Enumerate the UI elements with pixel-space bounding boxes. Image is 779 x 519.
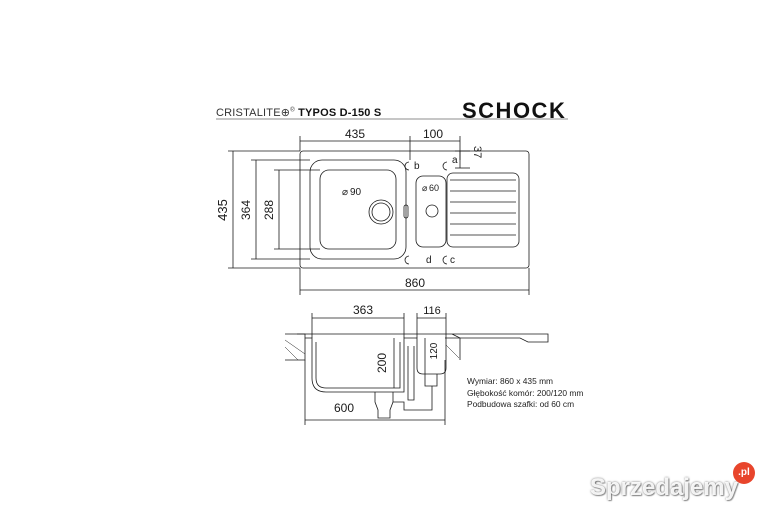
main-drain: [368, 199, 394, 225]
label-b: b: [414, 161, 420, 172]
label-cabinet-600: 600: [334, 401, 354, 415]
label-depth-364: 364: [239, 200, 253, 220]
small-bowl: [415, 175, 447, 248]
spec-dimensions: Wymiar: 860 x 435 mm: [467, 376, 554, 386]
label-small-depth-120: 120: [429, 342, 440, 359]
label-d: d: [426, 255, 432, 266]
label-length-860: 860: [405, 276, 425, 290]
main-drain-inner: [371, 202, 391, 222]
tap-hole-a: [442, 161, 448, 171]
label-bowl-width-363: 363: [353, 303, 373, 317]
overflow-pipe: [407, 346, 415, 401]
label-a: a: [452, 155, 458, 166]
sink-profile-inner: [315, 342, 401, 389]
watermark-badge: .pl: [733, 462, 755, 484]
watermark-text: Sprzedajemy: [590, 474, 739, 501]
sink-profile-rim: [297, 333, 549, 343]
main-bowl: [309, 159, 407, 260]
label-width-100: 100: [423, 127, 443, 141]
waste-pipe-small: [424, 374, 438, 387]
model-name: TYPOS D-150 S: [298, 107, 382, 119]
registered-mark-icon: ⊕: [280, 107, 291, 119]
tap-hole-d: [404, 255, 410, 265]
product-series-header: CRISTALITE⊕® TYPOS D-150 S: [216, 107, 382, 119]
waste-pipe-main: [374, 392, 394, 419]
series-name: CRISTALITE: [216, 107, 281, 119]
label-depth-288: 288: [262, 200, 276, 220]
spec-bowl-depth: Głębokość komór: 200/120 mm: [467, 387, 584, 398]
label-small-drain-60: 60: [429, 183, 439, 193]
specifications: Wymiar: 860 x 435 mm Głębokość komór: 20…: [467, 376, 583, 411]
label-diameter-symbol-small: ⌀: [422, 183, 428, 193]
spec-cabinet: Podbudowa szafki: od 60 cm: [467, 399, 575, 410]
tap-hole-c: [442, 255, 448, 265]
label-depth-435: 435: [215, 199, 230, 221]
small-drain: [425, 204, 439, 218]
label-diameter-symbol: ⌀: [342, 187, 348, 198]
connector-pipe: [393, 386, 433, 411]
label-width-435: 435: [345, 127, 365, 141]
label-small-bowl-116: 116: [423, 305, 441, 317]
overflow-slot: [403, 204, 409, 219]
main-bowl-inner: [319, 169, 397, 250]
label-main-drain-90: 90: [350, 187, 362, 198]
label-c: c: [450, 255, 455, 266]
countertop-left: [285, 333, 306, 361]
sink-outline: [299, 150, 530, 269]
drainboard-area: [446, 172, 520, 248]
label-offset-37: 37: [471, 146, 483, 158]
tap-hole-b: [404, 161, 410, 171]
sink-profile-bowls: [305, 337, 447, 393]
label-bowl-depth-200: 200: [375, 353, 389, 373]
